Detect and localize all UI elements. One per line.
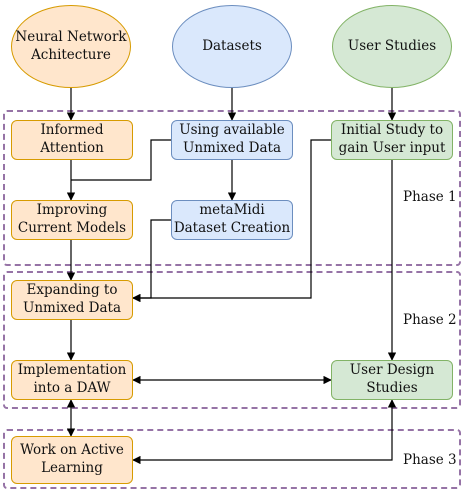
datasets-node: Datasets (172, 5, 292, 88)
metamidi-dataset-node: metaMidi Dataset Creation (171, 200, 293, 240)
informed-attention-node: Informed Attention (11, 120, 133, 160)
line-using-to-improving (71, 139, 171, 181)
user-studies-node: User Studies (332, 5, 452, 88)
phase-1-label: Phase 1 (403, 189, 457, 205)
phase-3-label: Phase 3 (403, 452, 457, 468)
user-design-studies-node: User Design Studies (331, 360, 453, 400)
arrow-initial-to-expanding (132, 139, 331, 303)
improving-current-models-node: Improving Current Models (11, 200, 133, 240)
arrow-userdesign-activelearning (132, 399, 397, 465)
implementation-daw-node: Implementation into a DAW (11, 360, 133, 400)
initial-study-node: Initial Study to gain User input (331, 120, 453, 160)
neural-network-architecture-node: Neural Network Achitecture (11, 5, 131, 88)
active-learning-node: Work on Active Learning (11, 436, 133, 484)
phase-2-label: Phase 2 (403, 312, 457, 328)
using-unmixed-data-node: Using available Unmixed Data (171, 120, 293, 160)
expanding-unmixed-data-node: Expanding to Unmixed Data (11, 280, 133, 320)
arrow-metamidi-to-expanding (132, 219, 171, 303)
